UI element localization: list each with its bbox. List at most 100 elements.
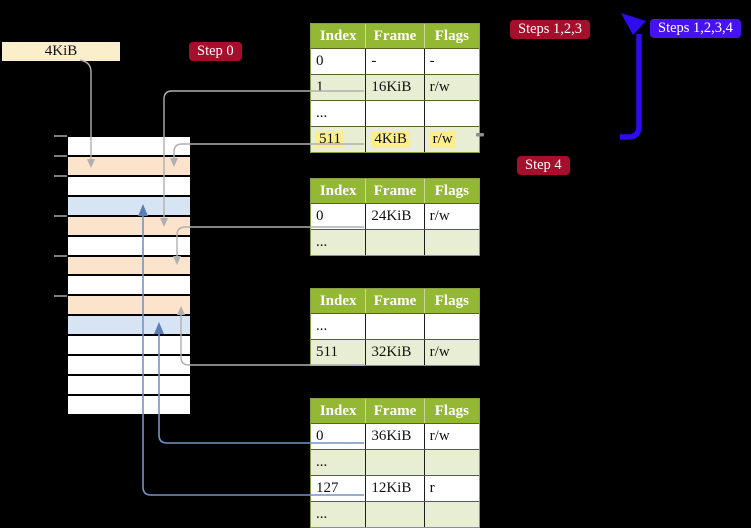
memory-frame-free [68,236,190,257]
table-row: 511 32KiB r/w [311,339,479,365]
table-cell [424,314,479,339]
cell-value: r/w [429,208,450,224]
memory-frame-table [68,156,190,177]
cell-value: r/w [429,79,450,95]
table-cell [366,502,425,527]
table-cell: 0 [311,424,367,449]
table-cell: ... [311,450,367,475]
step-4-badge: Step 4 [517,156,570,175]
table-cell: r/w [424,204,479,229]
column-header: Index [311,289,367,313]
arrowhead-up-left-icon [621,13,646,35]
address-tick [54,295,67,297]
cell-value: 36KiB [371,428,412,444]
cell-value: ... [316,105,328,121]
cell-value: 1 [316,79,324,95]
table-cell: - [366,49,425,74]
cell-value: 12KiB [371,480,412,496]
step-0-badge: Step 0 [189,42,242,61]
address-tick [54,255,67,257]
table-row: 511 4KiB r/w [311,126,479,152]
table-cell [424,230,479,255]
highlighted-value: 511 [316,131,344,148]
cell-value: - [371,53,377,69]
cell-value: r/w [429,344,450,360]
column-header: Flags [424,399,479,423]
table-cell: r/w [424,127,479,152]
address-tick [54,155,67,157]
highlighted-value: 4KiB [371,131,410,148]
table-row: 0 36KiB r/w [311,423,479,449]
memory-frame-free [68,356,190,377]
table-cell [424,450,479,475]
cell-value: r/w [429,428,450,444]
table-cell: 511 [311,340,367,365]
table-cell [424,502,479,527]
memory-frame-free [68,176,190,197]
table-cell [366,101,425,126]
table-cell: 36KiB [366,424,425,449]
cell-value: 511 [316,344,338,360]
table-row: ... [311,501,479,527]
table-cell: r/w [424,75,479,100]
page-size-label: 4KiB [2,42,120,61]
table-cell [366,314,425,339]
column-header: Frame [366,179,425,203]
table-row: 0 - - [311,48,479,74]
table-cell: 0 [311,49,367,74]
column-header: Frame [366,399,425,423]
table-cell: 32KiB [366,340,425,365]
cell-value: - [429,53,435,69]
column-header: Flags [424,24,479,48]
table-cell: - [424,49,479,74]
table-cell: 12KiB [366,476,425,501]
memory-frame-mapped [68,196,190,217]
table-cell [366,230,425,255]
address-tick [54,215,67,217]
cell-value: ... [316,234,328,250]
cell-value: 16KiB [371,79,412,95]
table-cell: r/w [424,340,479,365]
steps-1234-badge: Steps 1,2,3,4 [650,19,741,38]
cell-value: ... [316,318,328,334]
memory-frame-free [68,395,190,414]
cell-value: 0 [316,208,324,224]
column-header: Flags [424,289,479,313]
table-cell: ... [311,101,367,126]
column-header: Index [311,24,367,48]
table-cell: 511 [311,127,367,152]
table-cell [424,101,479,126]
table-cell: ... [311,230,367,255]
table-cell: 24KiB [366,204,425,229]
cell-value: 32KiB [371,344,412,360]
column-header: Index [311,179,367,203]
table-row: ... [311,313,479,339]
table-cell: r [424,476,479,501]
cell-value: 0 [316,53,324,69]
table-cell: r/w [424,424,479,449]
column-header: Frame [366,289,425,313]
table-row: ... [311,229,479,255]
cell-value: ... [316,454,328,470]
table-cell: 1 [311,75,367,100]
highlighted-value: r/w [429,131,456,148]
memory-frame-table [68,296,190,317]
table-row: ... [311,449,479,475]
column-header: Frame [366,24,425,48]
cell-value: 0 [316,428,324,444]
table-cell: 16KiB [366,75,425,100]
table-cell: 127 [311,476,367,501]
address-tick [54,175,67,177]
table-cell: 4KiB [366,127,425,152]
cell-value: ... [316,506,328,522]
memory-frame-mapped [68,316,190,337]
